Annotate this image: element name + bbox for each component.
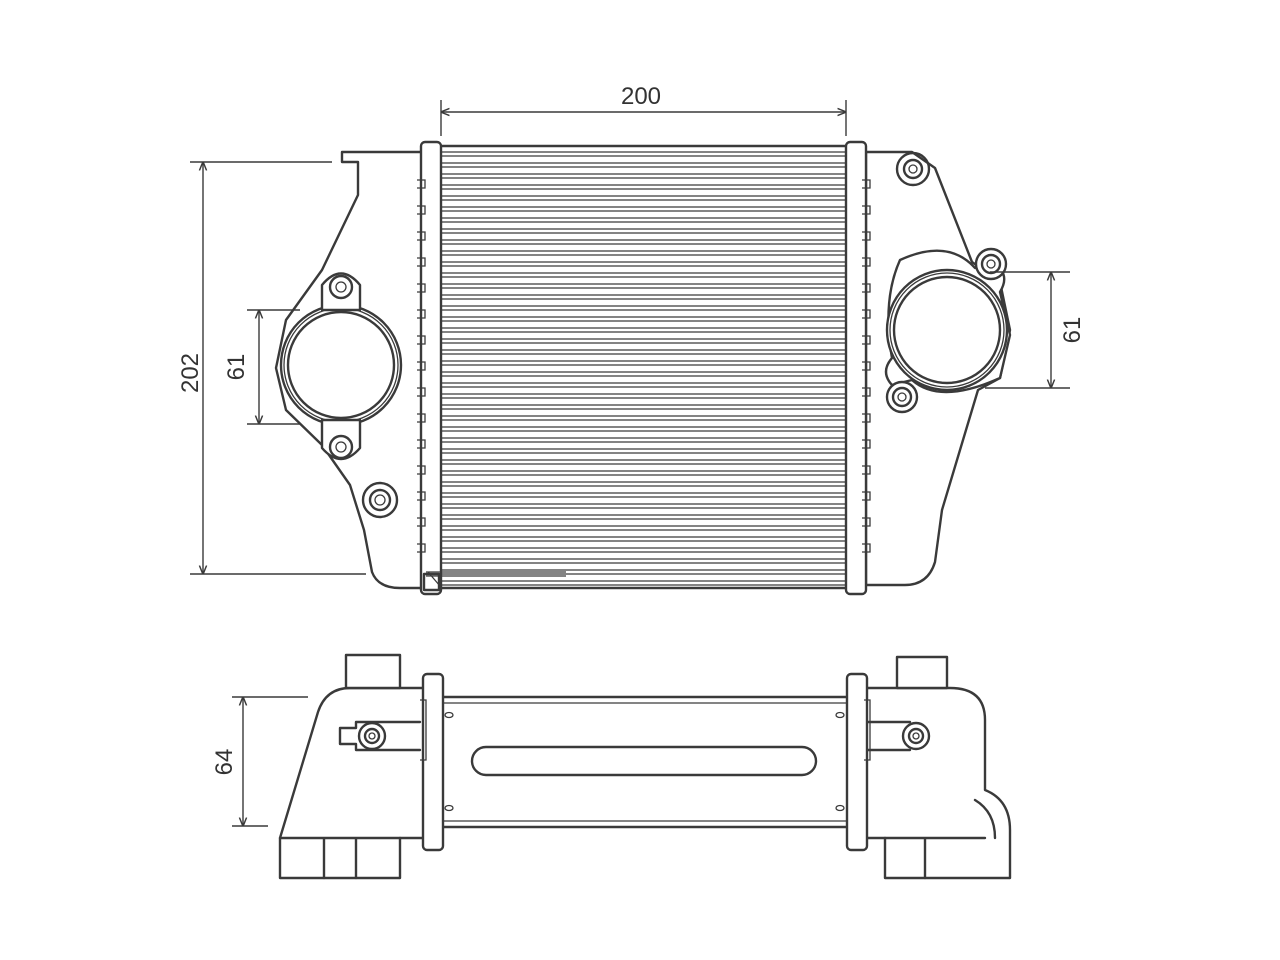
side-plate-notch <box>417 179 426 189</box>
dimension-height-total: 202 <box>177 161 366 575</box>
dimension-outlet-right: 61 <box>985 271 1086 389</box>
dimension-label-height: 202 <box>177 353 204 393</box>
dimension-depth-bottom: 64 <box>211 696 308 827</box>
side-plate-notch <box>862 439 871 449</box>
side-plate-notch <box>417 335 426 345</box>
side-plate-notch <box>417 257 426 267</box>
right-pipe-lug-upper <box>974 247 1008 281</box>
dimension-inlet-left: 61 <box>223 309 300 425</box>
right-outlet-pipe <box>884 249 1012 394</box>
side-plate-notch <box>417 387 426 397</box>
side-plate-notch <box>417 361 426 371</box>
side-plate-notch <box>862 361 871 371</box>
side-plate-notch <box>417 413 426 423</box>
side-plate-notch <box>417 283 426 293</box>
right-pipe-lug-lower <box>885 380 919 414</box>
side-plate-notches <box>417 179 871 553</box>
side-right-bolt <box>864 720 931 752</box>
side-right-housing <box>864 686 1012 880</box>
side-plate-notch <box>862 543 871 553</box>
side-plate-notch <box>417 309 426 319</box>
side-plate-notch <box>417 231 426 241</box>
dimension-label-outlet: 61 <box>1059 317 1086 344</box>
side-left-plate <box>421 672 445 852</box>
side-right-plate <box>845 672 869 852</box>
side-plate-notch <box>417 205 426 215</box>
side-view <box>278 653 1012 880</box>
right-side-plate <box>844 140 868 596</box>
side-plate-notch <box>862 257 871 267</box>
dimension-label-inlet: 61 <box>223 354 250 381</box>
left-tank-mount-boss <box>361 481 399 519</box>
side-plate-notch <box>862 283 871 293</box>
side-core-body <box>438 695 852 829</box>
side-plate-notch <box>862 309 871 319</box>
side-plate-notch <box>862 231 871 241</box>
side-plate-notch <box>862 517 871 527</box>
side-plate-notch <box>862 179 871 189</box>
dimension-label-depth: 64 <box>211 749 238 776</box>
side-plate-notch <box>862 335 871 345</box>
left-upper-mount-lug <box>320 272 362 312</box>
side-plate-notch <box>862 465 871 475</box>
side-plate-notch <box>417 517 426 527</box>
radiator-core <box>438 144 852 590</box>
right-upper-mount-boss <box>895 151 931 187</box>
side-plate-notch <box>417 439 426 449</box>
side-plate-notch <box>862 491 871 501</box>
side-small-holes <box>444 711 845 812</box>
side-plate-notch <box>417 465 426 475</box>
dimension-label-width: 200 <box>621 83 661 110</box>
side-plate-notch <box>862 205 871 215</box>
side-plate-notch <box>862 387 871 397</box>
left-side-plate <box>419 140 443 596</box>
core-fins <box>442 151 848 586</box>
side-core-slot <box>470 745 818 777</box>
side-left-bolt <box>338 720 422 752</box>
side-plate-notch <box>862 413 871 423</box>
side-plate-notch <box>417 543 426 553</box>
side-plate-notch <box>417 491 426 501</box>
dimension-width-top: 200 <box>440 83 847 136</box>
left-inlet-pipe <box>279 303 403 427</box>
left-lower-mount-lug <box>320 418 362 461</box>
front-view <box>274 140 1012 596</box>
side-left-housing <box>278 686 428 880</box>
